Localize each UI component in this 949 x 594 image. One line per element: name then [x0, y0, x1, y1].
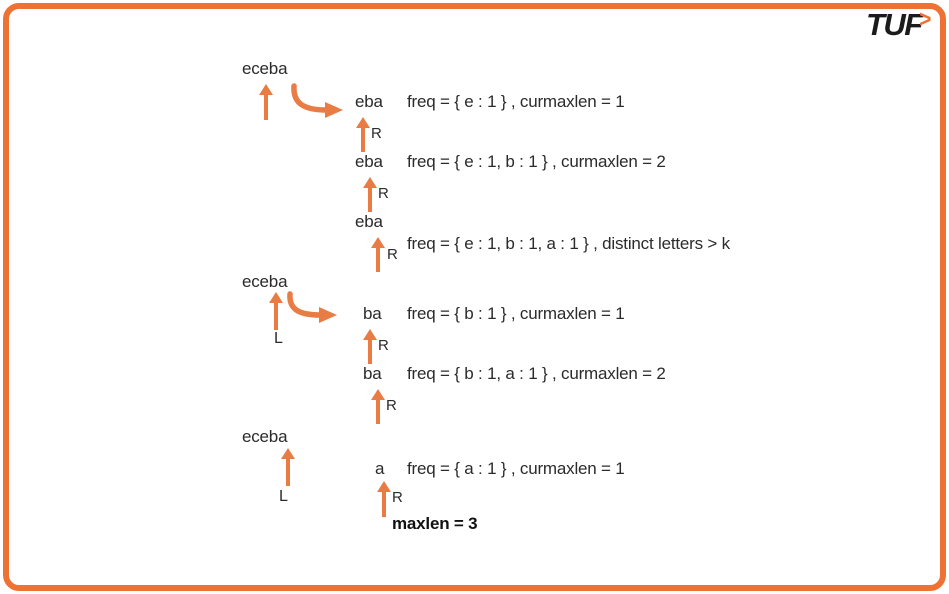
left-pointer-arrow: [281, 448, 295, 486]
freq-note: freq = { a : 1 } , curmaxlen = 1: [407, 459, 625, 478]
right-pointer-label: R: [387, 246, 398, 263]
result-maxlen: maxlen = 3: [392, 514, 478, 533]
source-string-1: eceba: [242, 59, 288, 78]
right-pointer-label: R: [371, 125, 382, 142]
left-pointer-arrow: [269, 292, 283, 330]
window-text: eba: [355, 92, 383, 111]
freq-note: freq = { e : 1 } , curmaxlen = 1: [407, 92, 625, 111]
window-text: ba: [363, 304, 382, 323]
freq-note: freq = { e : 1, b : 1, a : 1 } , distinc…: [407, 234, 730, 253]
source-string-2: eceba: [242, 272, 288, 291]
right-pointer-arrow: [371, 389, 385, 424]
window-text: eba: [355, 212, 383, 231]
advance-right-curve-icon-1: [291, 83, 343, 118]
freq-note: freq = { b : 1 } , curmaxlen = 1: [407, 304, 625, 323]
right-pointer-label: R: [392, 489, 403, 506]
tuf-logo-text: TUF: [865, 7, 923, 42]
window-text: eba: [355, 152, 383, 171]
right-pointer-arrow: [363, 177, 377, 212]
pointer-arrow-1: [259, 84, 273, 120]
right-pointer-arrow: [356, 117, 370, 152]
window-text: ba: [363, 364, 382, 383]
right-pointer-arrow: [371, 237, 385, 272]
window-text: a: [375, 459, 385, 478]
right-pointer-label: R: [386, 397, 397, 414]
freq-note: freq = { b : 1, a : 1 } , curmaxlen = 2: [407, 364, 666, 383]
left-pointer-label: L: [279, 488, 288, 505]
advance-right-curve-icon-2: [287, 291, 337, 323]
tuf-logo: TUF >: [865, 6, 931, 42]
left-pointer-label: L: [274, 330, 283, 347]
right-pointer-label: R: [378, 337, 389, 354]
right-pointer-label: R: [378, 185, 389, 202]
right-pointer-arrow: [363, 329, 377, 364]
source-string-3: eceba: [242, 427, 288, 446]
right-pointer-arrow: [377, 481, 391, 517]
tuf-logo-chevron-icon: >: [918, 6, 931, 33]
freq-note: freq = { e : 1, b : 1 } , curmaxlen = 2: [407, 152, 666, 171]
